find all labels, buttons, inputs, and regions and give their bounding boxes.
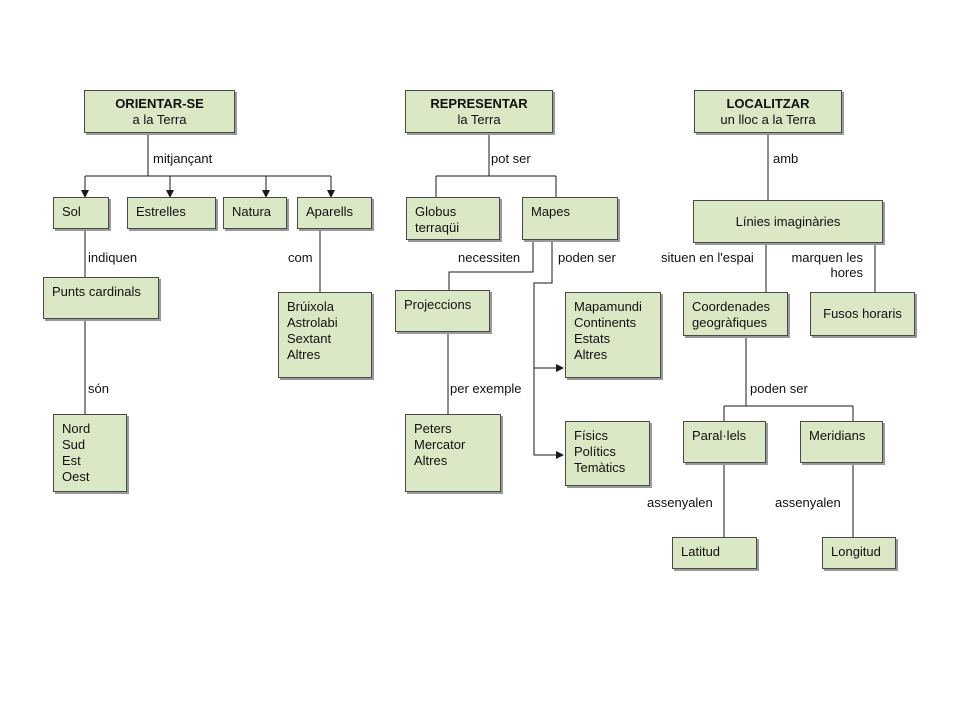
label-amb: amb	[773, 151, 799, 166]
node-title: REPRESENTAR	[430, 95, 528, 111]
label-per-exemple: per exemple	[450, 381, 522, 396]
list-item: Altres	[287, 347, 321, 362]
node-tipus-mapes-1: Mapamundi Continents Estats Altres	[565, 292, 661, 378]
label-line: marquen les	[791, 250, 863, 265]
node-label: terraqüi	[415, 220, 460, 235]
list-item: Brúixola	[287, 299, 334, 314]
node-title: LOCALITZAR	[726, 95, 810, 111]
node-label: Coordenades	[692, 299, 771, 314]
node-sol: Sol	[53, 197, 109, 229]
node-label: Globus	[415, 204, 457, 219]
list-item: Est	[62, 453, 81, 468]
node-label: Punts cardinals	[52, 284, 141, 299]
node-projeccions: Projeccions	[395, 290, 490, 332]
node-natura: Natura	[223, 197, 287, 229]
label-poden-ser-coord: poden ser	[750, 381, 808, 396]
label-necessiten: necessiten	[458, 250, 521, 265]
node-fusos-horaris: Fusos horaris	[810, 292, 915, 336]
node-label: Longitud	[831, 544, 881, 559]
node-localitzar: LOCALITZAR un lloc a la Terra	[694, 90, 842, 133]
list-item: Estats	[574, 331, 611, 346]
list-item: Altres	[574, 347, 608, 362]
node-meridians: Meridians	[800, 421, 883, 463]
node-exemples-projeccions: Peters Mercator Altres	[405, 414, 501, 492]
node-label: Natura	[232, 204, 272, 219]
list-item: Polítics	[574, 444, 616, 459]
label-assenyalen-longitud: assenyalen	[775, 495, 841, 510]
label-indiquen: indiquen	[88, 250, 138, 265]
label-son: són	[88, 381, 109, 396]
node-coordenades: Coordenades geogràfiques	[683, 292, 788, 336]
node-label: Projeccions	[404, 297, 472, 312]
node-mapes: Mapes	[522, 197, 618, 240]
list-item: Astrolabi	[287, 315, 338, 330]
node-label: Fusos horaris	[823, 306, 902, 321]
label-assenyalen-latitud: assenyalen	[647, 495, 713, 510]
node-punts-cardinals: Punts cardinals	[43, 277, 159, 319]
label-line: hores	[830, 265, 863, 280]
node-aparells: Aparells	[297, 197, 372, 229]
list-item: Mercator	[414, 437, 466, 452]
list-item: Sud	[62, 437, 86, 452]
node-parallels: Paral·lels	[683, 421, 766, 463]
node-linies-imaginaries: Línies imaginàries	[693, 200, 883, 243]
node-orientar-se: ORIENTAR-SE a la Terra	[84, 90, 235, 133]
node-label: Meridians	[809, 428, 866, 443]
node-subtitle: un lloc a la Terra	[720, 111, 816, 127]
node-globus: Globus terraqüi	[406, 197, 500, 240]
list-item: Físics	[574, 428, 608, 443]
node-label: Latitud	[681, 544, 721, 559]
list-item: Mapamundi	[574, 299, 642, 314]
list-item: Temàtics	[574, 460, 626, 475]
node-label: Línies imaginàries	[735, 213, 841, 229]
node-label: Estrelles	[136, 204, 186, 219]
node-title: ORIENTAR-SE	[115, 95, 204, 111]
node-direccions: Nord Sud Est Oest	[53, 414, 127, 492]
list-item: Oest	[62, 469, 90, 484]
node-longitud: Longitud	[822, 537, 896, 569]
label-marquen: marquen les hores	[783, 250, 863, 280]
list-item: Peters	[414, 421, 452, 436]
node-subtitle: la Terra	[457, 111, 501, 127]
node-label: Paral·lels	[692, 428, 747, 443]
node-subtitle: a la Terra	[132, 111, 187, 127]
list-item: Nord	[62, 421, 91, 436]
node-label: Sol	[62, 204, 81, 219]
list-item: Sextant	[287, 331, 332, 346]
node-label: geogràfiques	[692, 315, 768, 330]
node-label: Mapes	[531, 204, 571, 219]
label-mitjancant: mitjançant	[153, 151, 213, 166]
label-pot-ser: pot ser	[491, 151, 531, 166]
node-latitud: Latitud	[672, 537, 757, 569]
node-estrelles: Estrelles	[127, 197, 216, 229]
list-item: Altres	[414, 453, 448, 468]
node-instruments: Brúixola Astrolabi Sextant Altres	[278, 292, 372, 378]
list-item: Continents	[574, 315, 637, 330]
node-tipus-mapes-2: Físics Polítics Temàtics	[565, 421, 650, 486]
node-representar: REPRESENTAR la Terra	[405, 90, 553, 133]
label-com: com	[288, 250, 313, 265]
label-situen: situen en l'espai	[661, 250, 754, 265]
node-label: Aparells	[306, 204, 353, 219]
label-poden-ser-mapes: poden ser	[558, 250, 616, 265]
